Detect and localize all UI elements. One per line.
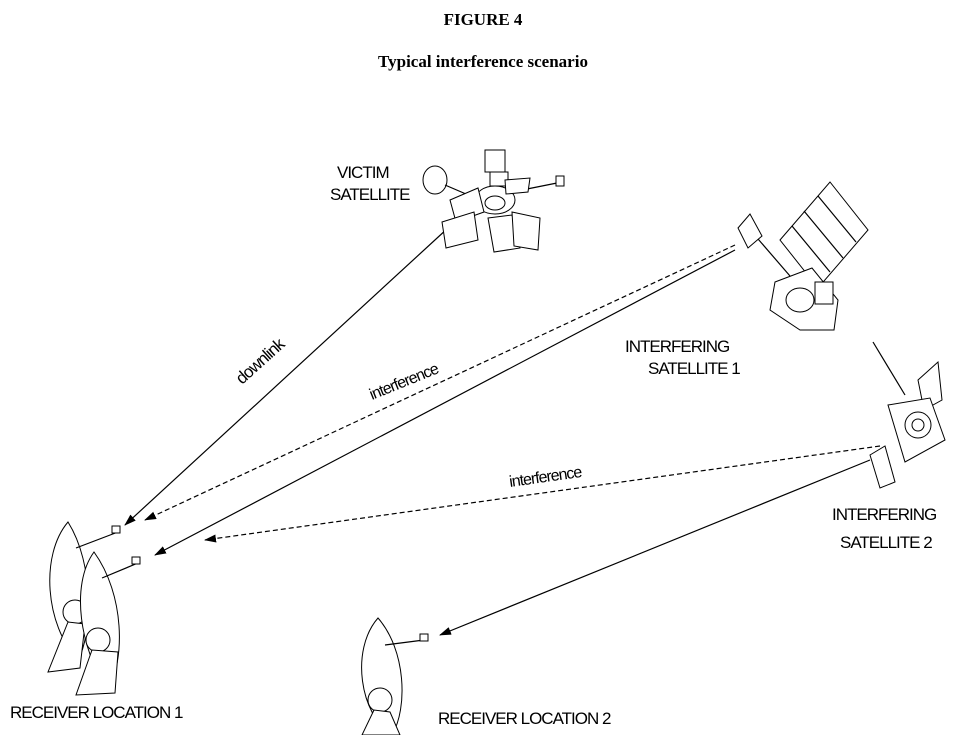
interfering-satellite-1-label-line2: SATELLITE 1 <box>648 359 740 378</box>
victim-satellite-label-line1: VICTIM <box>337 163 389 182</box>
interfering-satellite-2-label-line2: SATELLITE 2 <box>840 533 932 552</box>
interference-path-2-dashed <box>205 446 880 540</box>
interference-label-2: interference <box>508 464 583 491</box>
victim-satellite-label-line2: SATELLITE <box>330 185 410 204</box>
receiver-dish-1b-icon <box>76 552 140 695</box>
interfering-satellite-2-label-line1: INTERFERING <box>832 505 936 524</box>
downlink-label: downlink <box>232 334 289 388</box>
receiver-location-1-label: RECEIVER LOCATION 1 <box>10 703 183 722</box>
interference-path-2-solid <box>440 460 870 635</box>
interference-label-1: interference <box>367 360 442 403</box>
receiver-location-2-label: RECEIVER LOCATION 2 <box>438 709 611 728</box>
receiver-dish-2-icon <box>362 618 428 735</box>
interfering-satellite-2-icon <box>870 342 945 488</box>
victim-satellite-icon <box>423 150 564 252</box>
interfering-satellite-1-icon <box>738 182 868 330</box>
interfering-satellite-1-label-line1: INTERFERING <box>625 337 729 356</box>
interference-path-1-solid <box>155 250 735 555</box>
